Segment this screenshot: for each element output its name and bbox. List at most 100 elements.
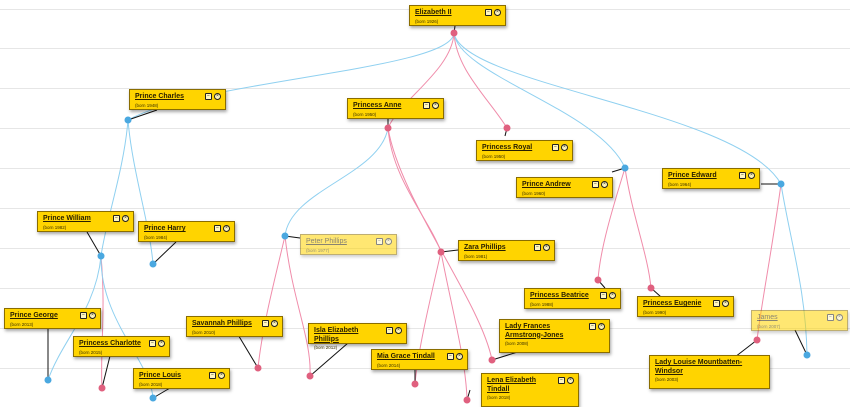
close-icon[interactable]: ×	[609, 292, 616, 299]
female-node-dot[interactable]	[450, 29, 458, 37]
collapse-icon[interactable]: −	[423, 102, 430, 109]
person-name[interactable]: Prince Harry	[144, 225, 186, 232]
person-card-louis[interactable]: Prince Louis (born 2018) −×	[133, 368, 230, 389]
collapse-icon[interactable]: −	[485, 9, 492, 16]
collapse-icon[interactable]: −	[827, 314, 834, 321]
person-name[interactable]: Lady Louise Mountbatten-Windsor	[655, 359, 743, 375]
female-node-dot[interactable]	[753, 336, 761, 344]
female-node-dot[interactable]	[647, 284, 655, 292]
collapse-icon[interactable]: −	[205, 93, 212, 100]
close-icon[interactable]: ×	[561, 144, 568, 151]
person-name[interactable]: Isla Elizabeth Phillips	[314, 327, 359, 343]
close-icon[interactable]: ×	[271, 320, 278, 327]
person-name[interactable]: Prince Edward	[668, 172, 717, 179]
close-icon[interactable]: ×	[748, 172, 755, 179]
person-name[interactable]: Savannah Phillips	[192, 320, 252, 327]
person-name[interactable]: Prince William	[43, 215, 91, 222]
collapse-icon[interactable]: −	[534, 244, 541, 251]
close-icon[interactable]: ×	[214, 93, 221, 100]
person-card-george[interactable]: Prince George (born 2013) −×	[4, 308, 101, 329]
person-card-beatrice[interactable]: Princess Beatrice (born 1988) −×	[524, 288, 621, 309]
person-card-lena[interactable]: Lena Elizabeth Tindall (born 2018) −×	[481, 373, 579, 407]
person-card-peter[interactable]: Peter Phillips (born 1977) −×	[300, 234, 397, 255]
collapse-icon[interactable]: −	[386, 327, 393, 334]
person-name[interactable]: Princess Beatrice	[530, 292, 589, 299]
collapse-icon[interactable]: −	[262, 320, 269, 327]
person-card-princess-royal[interactable]: Princess Royal (born 1950) −×	[476, 140, 573, 161]
person-card-anne[interactable]: Princess Anne (born 1950) −×	[347, 98, 444, 119]
person-name[interactable]: Princess Royal	[482, 144, 533, 151]
male-node-dot[interactable]	[149, 260, 157, 268]
close-icon[interactable]: ×	[456, 353, 463, 360]
close-icon[interactable]: ×	[218, 372, 225, 379]
close-icon[interactable]: ×	[395, 327, 402, 334]
person-name[interactable]: Mia Grace Tindall	[377, 353, 435, 360]
person-name[interactable]: Lena Elizabeth Tindall	[487, 377, 537, 393]
collapse-icon[interactable]: −	[713, 300, 720, 307]
person-card-charlotte[interactable]: Princess Charlotte (born 2015) −×	[73, 336, 170, 357]
close-icon[interactable]: ×	[385, 238, 392, 245]
close-icon[interactable]: ×	[122, 215, 129, 222]
person-card-eugenie[interactable]: Princess Eugenie (born 1990) −×	[637, 296, 734, 317]
person-card-frances[interactable]: Lady Frances Armstrong-Jones (born 2008)…	[499, 319, 610, 353]
collapse-icon[interactable]: −	[592, 181, 599, 188]
person-card-james[interactable]: James (born 2007) −×	[751, 310, 848, 331]
collapse-icon[interactable]: −	[447, 353, 454, 360]
person-card-louise[interactable]: Lady Louise Mountbatten-Windsor (born 20…	[649, 355, 770, 389]
close-icon[interactable]: ×	[158, 340, 165, 347]
female-node-dot[interactable]	[384, 124, 392, 132]
person-card-harry[interactable]: Prince Harry (born 1984) −×	[138, 221, 235, 242]
close-icon[interactable]: ×	[223, 225, 230, 232]
person-name[interactable]: Prince George	[10, 312, 58, 319]
female-node-dot[interactable]	[98, 384, 106, 392]
female-node-dot[interactable]	[411, 380, 419, 388]
person-card-zara[interactable]: Zara Phillips (born 1981) −×	[458, 240, 555, 261]
collapse-icon[interactable]: −	[80, 312, 87, 319]
person-name[interactable]: Princess Charlotte	[79, 340, 141, 347]
male-node-dot[interactable]	[44, 376, 52, 384]
close-icon[interactable]: ×	[722, 300, 729, 307]
person-name[interactable]: Lady Frances Armstrong-Jones	[505, 323, 564, 339]
close-icon[interactable]: ×	[494, 9, 501, 16]
male-node-dot[interactable]	[149, 394, 157, 402]
male-node-dot[interactable]	[124, 116, 132, 124]
person-name[interactable]: Prince Charles	[135, 93, 185, 100]
collapse-icon[interactable]: −	[113, 215, 120, 222]
person-name[interactable]: Prince Andrew	[522, 181, 571, 188]
person-name[interactable]: Prince Louis	[139, 372, 182, 379]
close-icon[interactable]: ×	[836, 314, 843, 321]
collapse-icon[interactable]: −	[214, 225, 221, 232]
close-icon[interactable]: ×	[601, 181, 608, 188]
collapse-icon[interactable]: −	[558, 377, 565, 384]
female-node-dot[interactable]	[254, 364, 262, 372]
person-name[interactable]: Zara Phillips	[464, 244, 506, 251]
close-icon[interactable]: ×	[567, 377, 574, 384]
female-node-dot[interactable]	[437, 248, 445, 256]
collapse-icon[interactable]: −	[376, 238, 383, 245]
collapse-icon[interactable]: −	[209, 372, 216, 379]
male-node-dot[interactable]	[803, 351, 811, 359]
male-node-dot[interactable]	[777, 180, 785, 188]
close-icon[interactable]: ×	[89, 312, 96, 319]
person-name[interactable]: Princess Anne	[353, 102, 402, 109]
person-card-andrew[interactable]: Prince Andrew (born 1960) −×	[516, 177, 613, 198]
person-card-william[interactable]: Prince William (born 1982) −×	[37, 211, 134, 232]
person-name[interactable]: James	[757, 314, 778, 321]
person-card-mia[interactable]: Mia Grace Tindall (born 2014) −×	[371, 349, 468, 370]
collapse-icon[interactable]: −	[149, 340, 156, 347]
female-node-dot[interactable]	[503, 124, 511, 132]
person-card-savannah[interactable]: Savannah Phillips (born 2010) −×	[186, 316, 283, 337]
close-icon[interactable]: ×	[598, 323, 605, 330]
person-name[interactable]: Princess Eugenie	[643, 300, 702, 307]
close-icon[interactable]: ×	[543, 244, 550, 251]
female-node-dot[interactable]	[463, 396, 471, 404]
female-node-dot[interactable]	[594, 276, 602, 284]
person-card-edward[interactable]: Prince Edward (born 1964) −×	[662, 168, 760, 189]
collapse-icon[interactable]: −	[552, 144, 559, 151]
person-name[interactable]: Peter Phillips	[306, 238, 347, 245]
close-icon[interactable]: ×	[432, 102, 439, 109]
person-card-elizabeth[interactable]: Elizabeth II (born 1926) −×	[409, 5, 506, 26]
collapse-icon[interactable]: −	[600, 292, 607, 299]
collapse-icon[interactable]: −	[589, 323, 596, 330]
